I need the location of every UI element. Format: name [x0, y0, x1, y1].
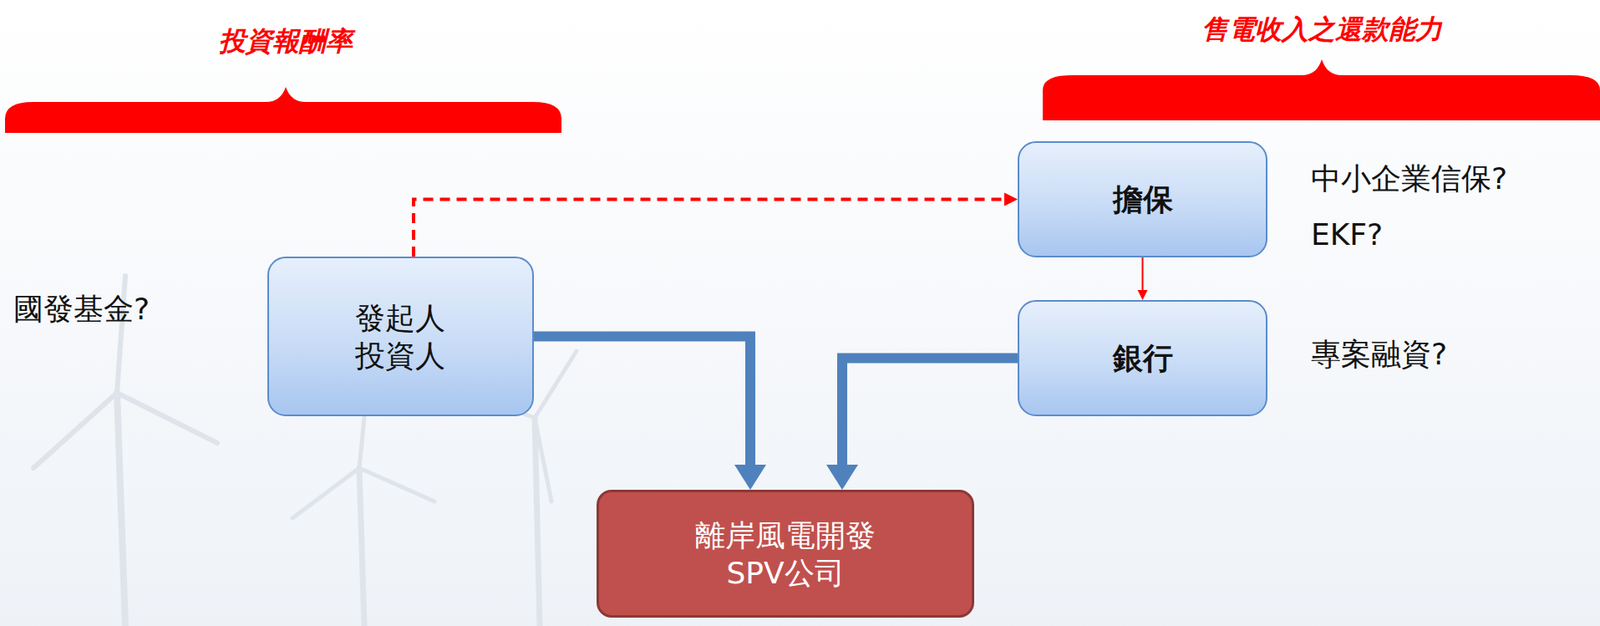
- node-text: 離岸風電開發 SPV公司: [690, 516, 881, 592]
- turbine-blade: [359, 467, 435, 502]
- connector-arrow: [826, 358, 1018, 491]
- arrowhead: [734, 464, 767, 490]
- connector-line: [533, 336, 751, 468]
- note-label: 中小企業信保?: [1310, 160, 1508, 197]
- turbine-blade: [292, 467, 360, 519]
- arrowhead: [826, 464, 859, 490]
- process-box: 銀行: [1017, 299, 1268, 417]
- turbine-tower: [359, 467, 365, 626]
- node-text-group: 擔保: [1112, 180, 1174, 219]
- connector-arrow: [533, 336, 767, 491]
- connector-arrow: [413, 193, 1018, 258]
- turbine-blade: [33, 392, 117, 468]
- target-box: 離岸風電開發 SPV公司: [596, 489, 975, 618]
- curly-bracket: [5, 86, 562, 133]
- bracket-caption: 售電收入之還款能力: [1201, 13, 1443, 46]
- note-label: EKF?: [1310, 216, 1383, 253]
- turbine-blade: [534, 350, 577, 418]
- connector-line: [842, 358, 1018, 468]
- process-box: 擔保: [1017, 141, 1268, 258]
- note-label: 國發基金?: [13, 290, 150, 327]
- node-text: 擔保: [1112, 180, 1174, 219]
- turbine-blade: [534, 417, 552, 502]
- node-text-group: 離岸風電開發 SPV公司: [690, 516, 881, 592]
- node-text: 銀行: [1112, 339, 1174, 377]
- note-label: 專案融資?: [1310, 335, 1448, 372]
- connector-arrow: [1137, 257, 1148, 300]
- node-text-group: 發起人 投資人: [350, 299, 451, 375]
- connector-line: [413, 199, 1006, 258]
- node-text-group: 銀行: [1112, 339, 1174, 377]
- turbine-blade: [116, 392, 218, 443]
- arrowhead: [1004, 193, 1018, 207]
- arrowhead: [1137, 289, 1148, 300]
- node-text: 發起人 投資人: [350, 299, 451, 375]
- connector-line: [1142, 257, 1144, 292]
- curly-bracket: [1042, 59, 1600, 121]
- process-box: 發起人 投資人: [267, 256, 534, 417]
- bracket-caption: 投資報酬率: [218, 25, 353, 57]
- turbine-tower: [116, 392, 126, 626]
